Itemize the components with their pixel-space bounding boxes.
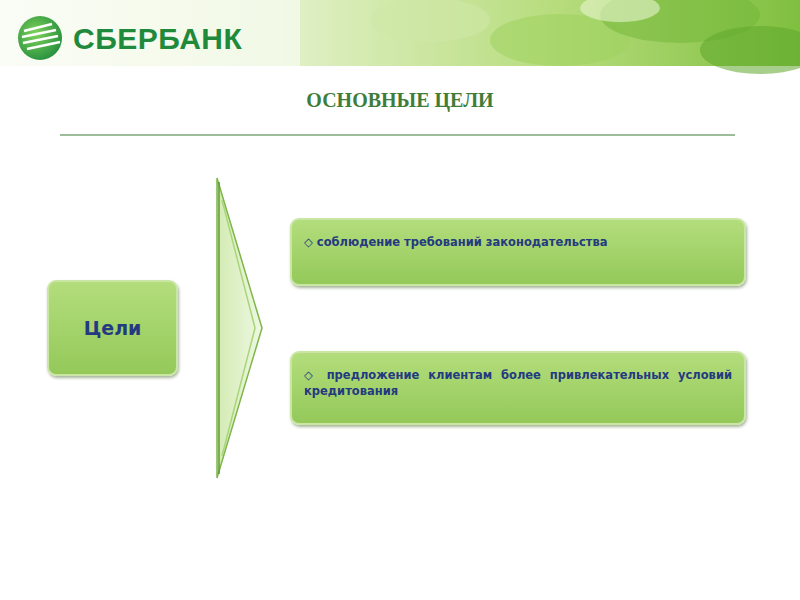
box-label: Цели: [84, 317, 142, 339]
chevron-arrow: [217, 178, 262, 478]
slide-title: ОСНОВНЫЕ ЦЕЛИ: [0, 89, 800, 112]
logo-text: СБЕРБАНК: [73, 22, 242, 56]
goal-box: ◇ соблюдение требований законодательства: [290, 218, 746, 286]
goal-box: ◇ предложение клиентам более привлекател…: [290, 351, 746, 425]
title-rule: [60, 134, 735, 135]
goal-text: ◇ соблюдение требований законодательства: [304, 234, 732, 250]
header-band: [0, 0, 800, 74]
logo-icon: [18, 16, 62, 60]
goal-text: ◇ предложение клиентам более привлекател…: [304, 367, 732, 399]
goal-label-box: Цели: [47, 280, 178, 376]
